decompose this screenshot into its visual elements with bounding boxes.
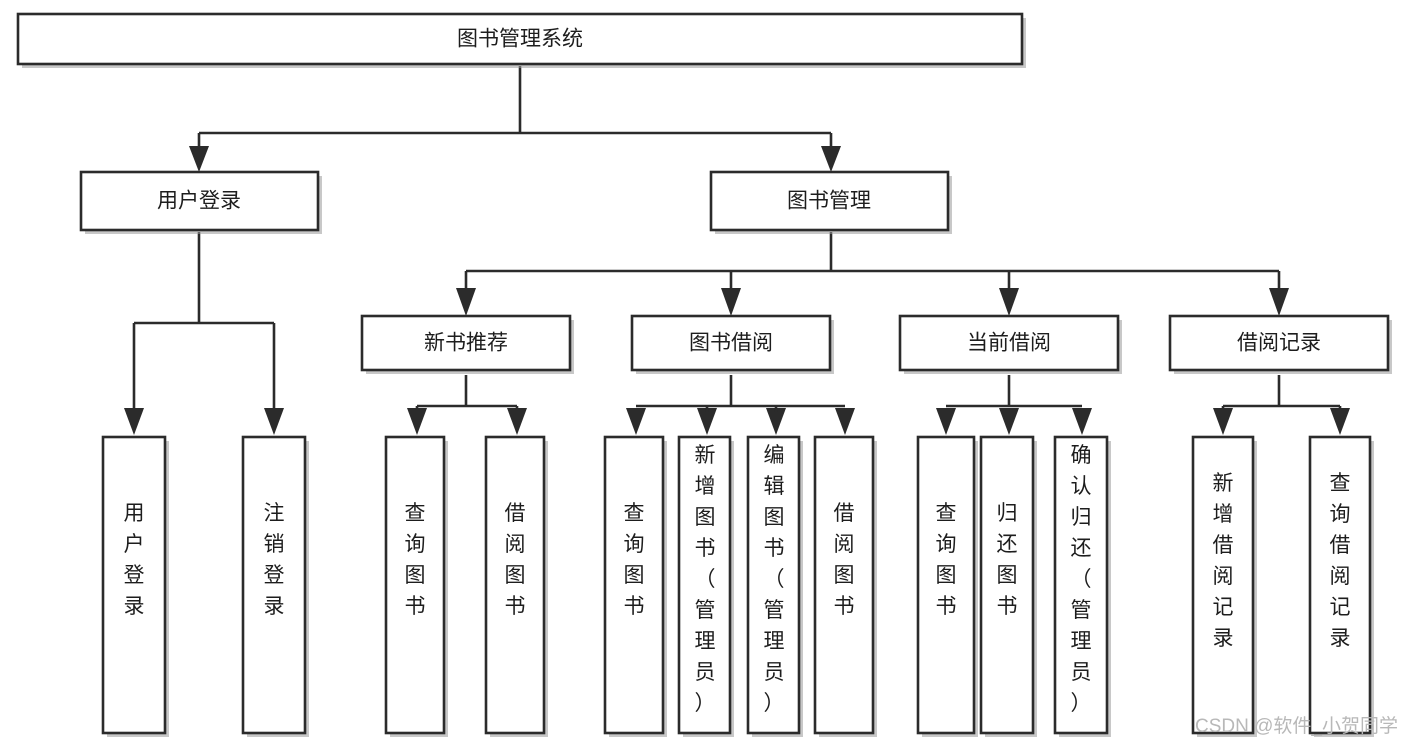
node-user-login-label: 用户登录	[157, 190, 241, 213]
arrow-to-user-login	[189, 146, 209, 172]
leaf-current-2[interactable]: 归还图书	[979, 435, 1037, 737]
node-book-management-label: 图书管理	[787, 190, 871, 213]
arrow-leaf-records-2	[1330, 408, 1350, 435]
leaf-records-1-label: 新增借阅记录	[1213, 472, 1234, 650]
arrow-to-current	[999, 288, 1019, 316]
leaf-user-login-2[interactable]: 注销登录	[241, 435, 309, 737]
leaf-current-1[interactable]: 查询图书	[916, 435, 978, 737]
node-new-book-recommend[interactable]: 新书推荐	[360, 314, 574, 374]
leaf-new-book-2-label: 借阅图书	[505, 502, 526, 618]
leaf-records-2-label: 查询借阅记录	[1330, 472, 1351, 650]
leaf-new-book-1-label: 查询图书	[405, 502, 426, 618]
leaf-user-login-1[interactable]: 用户登录	[101, 435, 169, 737]
watermark-label: CSDN @软件_小贺同学	[1195, 715, 1398, 737]
leaf-current-3[interactable]: 确认归还（管理员）	[1053, 435, 1111, 737]
node-current-borrow-label: 当前借阅	[967, 332, 1051, 355]
leaf-borrow-4[interactable]: 借阅图书	[813, 435, 877, 737]
arrow-to-book-mgmt	[821, 146, 841, 172]
arrow-leaf-new-book-1	[407, 408, 427, 435]
leaf-current-2-label: 归还图书	[997, 502, 1018, 618]
leaf-new-book-2[interactable]: 借阅图书	[484, 435, 548, 737]
arrow-leaf-current-3	[1072, 408, 1092, 435]
leaf-user-login-2-label: 注销登录	[264, 502, 285, 618]
leaf-records-2[interactable]: 查询借阅记录	[1308, 435, 1374, 737]
arrow-to-borrow	[721, 288, 741, 316]
node-book-management[interactable]: 图书管理	[709, 170, 952, 234]
arrow-leaf-borrow-2	[697, 408, 717, 435]
arrow-leaf-records-1	[1213, 408, 1233, 435]
arrow-leaf-user-login-1	[124, 408, 144, 435]
node-book-borrow[interactable]: 图书借阅	[630, 314, 834, 374]
node-new-book-recommend-label: 新书推荐	[424, 332, 508, 355]
leaf-records-1[interactable]: 新增借阅记录	[1191, 435, 1257, 737]
leaf-borrow-3[interactable]: 编辑图书（管理员）	[746, 435, 803, 737]
node-root[interactable]: 图书管理系统	[16, 12, 1026, 68]
node-borrow-records[interactable]: 借阅记录	[1168, 314, 1392, 374]
leaf-new-book-1[interactable]: 查询图书	[384, 435, 448, 737]
leaf-current-3-label: 确认归还（管理员）	[1071, 444, 1092, 715]
leaf-borrow-1-label: 查询图书	[624, 502, 645, 618]
leaf-user-login-1-label: 用户登录	[124, 502, 145, 618]
arrow-leaf-current-2	[999, 408, 1019, 435]
node-book-borrow-label: 图书借阅	[689, 332, 773, 355]
arrow-leaf-borrow-3	[766, 408, 786, 435]
arrow-leaf-user-login-2	[264, 408, 284, 435]
arrow-leaf-borrow-1	[626, 408, 646, 435]
arrow-to-records	[1269, 288, 1289, 316]
node-current-borrow[interactable]: 当前借阅	[898, 314, 1122, 374]
arrow-leaf-borrow-4	[835, 408, 855, 435]
arrow-leaf-new-book-2	[507, 408, 527, 435]
node-borrow-records-label: 借阅记录	[1237, 332, 1321, 355]
connector-layer	[124, 66, 1350, 435]
leaf-borrow-1[interactable]: 查询图书	[603, 435, 667, 737]
leaf-borrow-2-label: 新增图书（管理员）	[695, 444, 716, 715]
node-root-label: 图书管理系统	[457, 28, 583, 51]
leaf-borrow-3-label: 编辑图书（管理员）	[764, 444, 785, 715]
leaf-borrow-2[interactable]: 新增图书（管理员）	[677, 435, 734, 737]
arrow-leaf-current-1	[936, 408, 956, 435]
leaf-current-1-label: 查询图书	[936, 502, 957, 618]
node-user-login[interactable]: 用户登录	[79, 170, 322, 234]
arrow-to-new-book	[456, 288, 476, 316]
leaf-borrow-4-label: 借阅图书	[834, 502, 855, 618]
